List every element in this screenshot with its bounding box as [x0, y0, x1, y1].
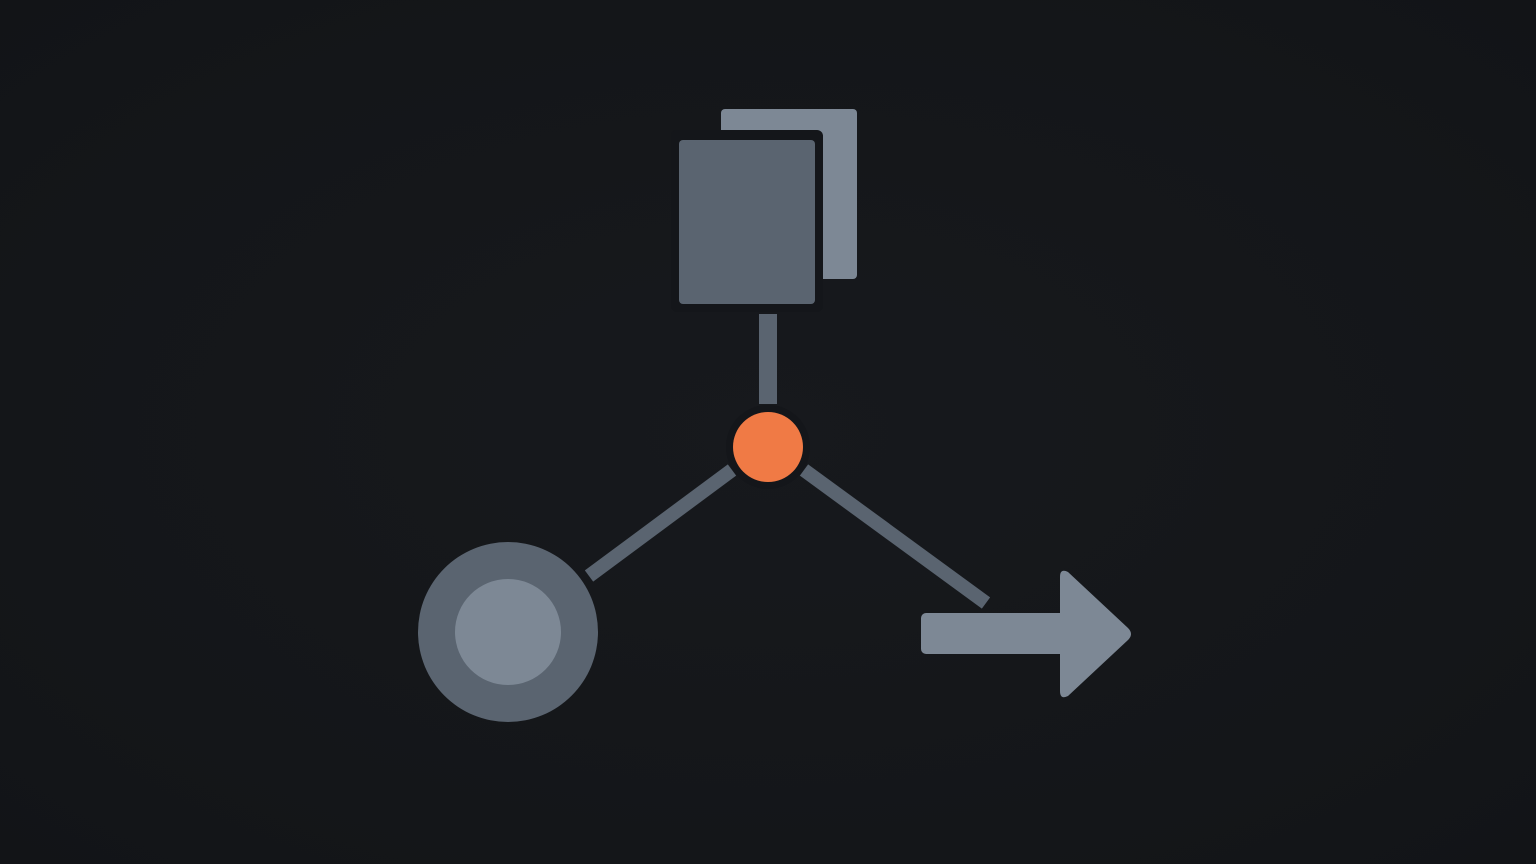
right-arrow-icon — [921, 570, 1131, 698]
stacked-documents-icon — [671, 109, 857, 312]
connector-documents-hub — [759, 314, 777, 404]
connector-hub-ring — [584, 464, 737, 582]
arrow-shaft — [921, 613, 1071, 654]
arrow-head — [1060, 570, 1131, 698]
document-front — [679, 140, 815, 304]
hub-node-icon — [726, 405, 810, 489]
ring-circle-icon — [418, 542, 598, 722]
ring-inner — [455, 579, 561, 685]
hub-node-fill — [733, 412, 803, 482]
connector-hub-output — [799, 464, 991, 609]
